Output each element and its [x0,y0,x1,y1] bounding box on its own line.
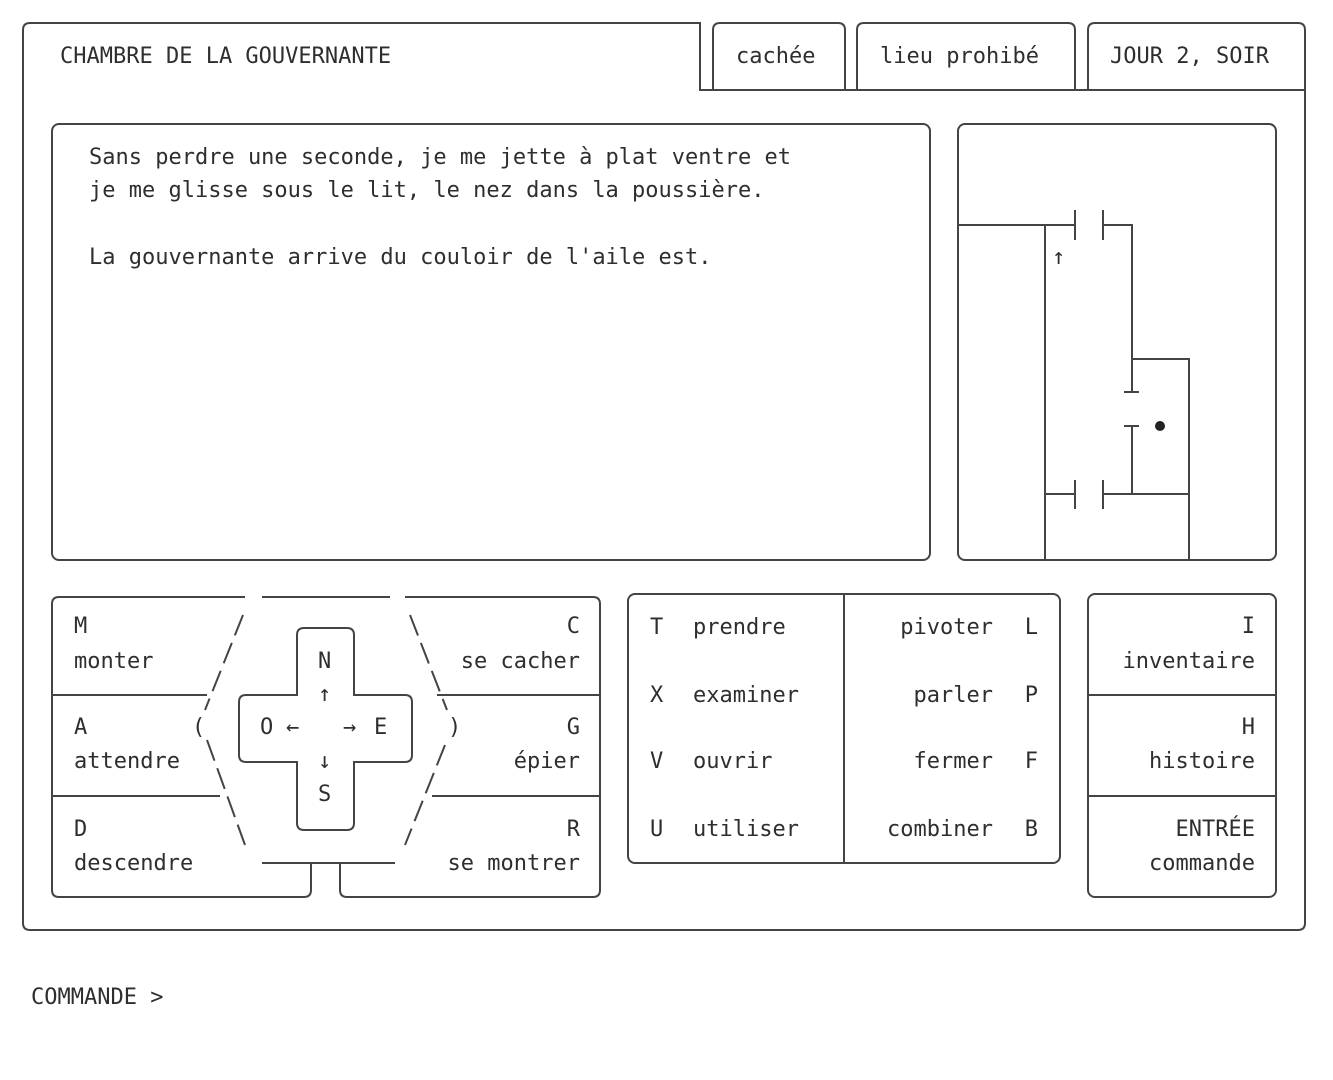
key-label: D [74,817,88,842]
action-label: examiner [693,683,799,708]
pivoter-button[interactable]: pivoter L [855,611,1043,645]
epier-button[interactable]: G épier [450,711,580,791]
action-label: fermer [913,749,993,774]
action-label: inventaire [1122,649,1255,674]
commande-button[interactable]: ENTRÉE commande [1095,813,1255,893]
key-label: V [650,749,664,774]
key-label: C [566,614,580,639]
attendre-button[interactable]: A attendre [60,711,210,791]
examiner-button[interactable]: X examiner [645,679,835,713]
key-label: T [650,615,664,640]
south-button[interactable]: ↓ S [300,745,350,815]
prendre-button[interactable]: T prendre [645,611,835,645]
command-prompt[interactable]: COMMANDE > [31,985,164,1010]
action-label: commande [1149,851,1255,876]
key-label: H [1241,715,1255,740]
north-label: N [318,649,332,674]
east-button[interactable]: → E [340,711,400,745]
action-label: attendre [74,749,180,774]
key-label: F [1024,749,1038,774]
action-label: ouvrir [693,749,773,774]
arrow-right-icon: → [343,715,357,740]
narrative-line: je me glisse sous le lit, le nez dans la… [89,178,765,203]
key-label: B [1024,817,1038,842]
time-of-day: JOUR 2, SOIR [1110,44,1269,69]
key-label: P [1024,683,1038,708]
status-tag-forbidden: lieu prohibé [880,44,1039,69]
action-label: monter [74,649,154,674]
action-label: utiliser [693,817,799,842]
key-label: U [650,817,664,842]
utiliser-button[interactable]: U utiliser [645,813,835,847]
status-tag-hidden: cachée [736,44,816,69]
key-label: M [74,614,88,639]
combiner-button[interactable]: combiner B [855,813,1043,847]
location-title: CHAMBRE DE LA GOUVERNANTE [60,44,392,69]
se-montrer-button[interactable]: R se montrer [420,813,580,893]
action-label: parler [913,683,993,708]
north-button[interactable]: N ↑ [300,640,350,710]
action-label: descendre [74,851,194,876]
key-label: ENTRÉE [1175,817,1255,842]
se-cacher-button[interactable]: C se cacher [440,610,580,690]
key-label: L [1024,615,1038,640]
west-label: O [260,715,274,740]
key-label: R [566,817,580,842]
inventaire-button[interactable]: I inventaire [1095,610,1255,690]
ouvrir-button[interactable]: V ouvrir [645,745,835,779]
map-arrow-icon: ↑ [1052,245,1066,270]
fermer-button[interactable]: fermer F [855,745,1043,779]
arrow-down-icon: ↓ [318,749,332,774]
histoire-button[interactable]: H histoire [1095,711,1255,791]
arrow-left-icon: ← [286,715,300,740]
action-label: prendre [693,615,786,640]
arrow-up-icon: ↑ [318,682,332,707]
key-label: I [1241,614,1255,639]
monter-button[interactable]: M monter [60,610,200,690]
player-dot-icon [1155,421,1165,431]
key-label: G [566,715,580,740]
hex-paren-left: ( [192,715,206,740]
narrative-line: Sans perdre une seconde, je me jette à p… [89,145,791,170]
south-label: S [318,782,332,807]
action-label: se cacher [460,649,580,674]
descendre-button[interactable]: D descendre [60,813,220,893]
east-label: E [374,715,388,740]
hex-paren-right: ) [448,715,462,740]
action-label: combiner [887,817,993,842]
west-button[interactable]: O ← [255,711,315,745]
action-label: histoire [1149,749,1255,774]
parler-button[interactable]: parler P [855,679,1043,713]
narrative-line: La gouvernante arrive du couloir de l'ai… [89,245,712,270]
key-label: X [650,683,664,708]
key-label: A [74,715,88,740]
action-label: se montrer [447,851,580,876]
action-label: épier [513,749,580,774]
action-label: pivoter [900,615,993,640]
map-walls [958,210,1190,560]
